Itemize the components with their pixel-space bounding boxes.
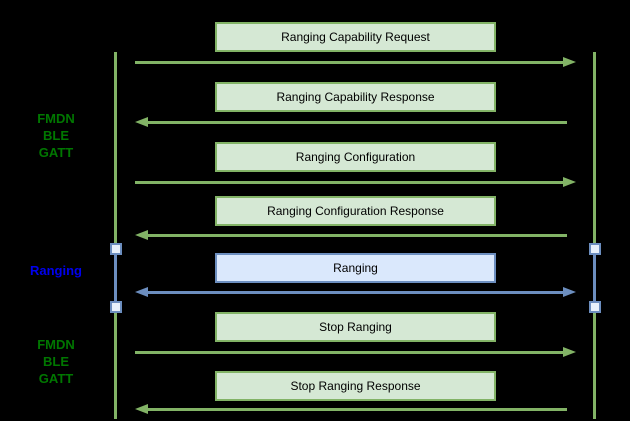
arrow-shaft	[147, 233, 567, 237]
message-box-ranging-configuration: Ranging Configuration	[215, 142, 496, 172]
arrowhead-left-icon	[135, 117, 148, 127]
arrowhead-right-icon	[563, 57, 576, 67]
arrowhead-left-icon	[135, 287, 148, 297]
arrowhead-left-icon	[135, 230, 148, 240]
arrow-shaft	[135, 60, 564, 64]
side-label-ranging: Ranging	[30, 263, 82, 278]
arrow-shaft	[147, 407, 567, 411]
activation-marker-left-top	[110, 243, 122, 255]
arrowhead-left-icon	[135, 404, 148, 414]
arrow-right-stop-ranging	[135, 347, 576, 357]
arrow-right-ranging-capability-request	[135, 57, 576, 67]
arrow-right-ranging-configuration	[135, 177, 576, 187]
lifeline-left	[114, 52, 117, 419]
arrow-shaft	[135, 350, 564, 354]
arrowhead-right-icon	[563, 287, 576, 297]
arrowhead-right-icon	[563, 347, 576, 357]
message-box-stop-ranging-response: Stop Ranging Response	[215, 371, 496, 401]
arrow-both-ranging	[135, 287, 576, 297]
message-box-ranging: Ranging	[215, 253, 496, 283]
message-box-stop-ranging: Stop Ranging	[215, 312, 496, 342]
activation-marker-right-bottom	[589, 301, 601, 313]
arrow-shaft	[147, 120, 567, 124]
arrow-shaft	[147, 290, 564, 294]
side-label-fmdn-ble-gatt: FMDN BLE GATT	[37, 337, 75, 386]
message-box-ranging-capability-response: Ranging Capability Response	[215, 82, 496, 112]
arrowhead-right-icon	[563, 177, 576, 187]
lifeline-right	[593, 52, 596, 419]
arrow-left-ranging-capability-response	[135, 117, 576, 127]
activation-marker-left-bottom	[110, 301, 122, 313]
message-box-ranging-capability-request: Ranging Capability Request	[215, 22, 496, 52]
arrow-left-stop-ranging-response	[135, 404, 576, 414]
activation-segment-left	[114, 249, 117, 307]
activation-marker-right-top	[589, 243, 601, 255]
activation-segment-right	[593, 249, 596, 307]
message-box-ranging-configuration-response: Ranging Configuration Response	[215, 196, 496, 226]
arrow-left-ranging-configuration-response	[135, 230, 576, 240]
side-label-fmdn-ble-gatt: FMDN BLE GATT	[37, 111, 75, 160]
arrow-shaft	[135, 180, 564, 184]
